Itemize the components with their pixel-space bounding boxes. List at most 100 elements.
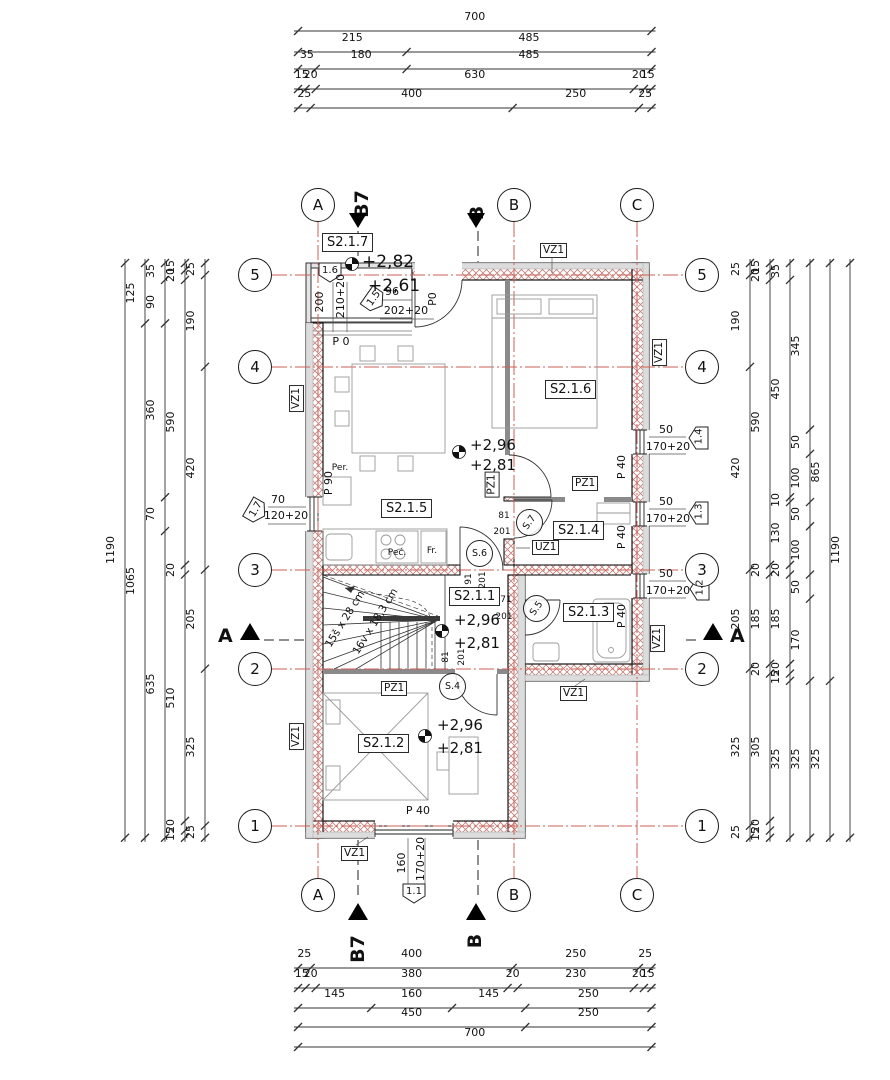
- grid-col-A-bottom: A: [301, 878, 335, 912]
- leader-lines: [268, 257, 686, 884]
- dim-line: [647, 983, 656, 993]
- dim-label: 15: [294, 68, 309, 81]
- win-dim: 70: [271, 493, 285, 506]
- grid-row-1-left: 1: [238, 809, 272, 843]
- dim-label: 230: [565, 967, 587, 980]
- dim-line: [293, 26, 303, 36]
- room-label-s213: S2.1.3: [563, 603, 615, 622]
- win-dim: 160: [395, 852, 408, 874]
- door-dim: 91: [464, 573, 474, 585]
- door-tag-s6: S.6: [466, 540, 493, 567]
- dim-label: 15: [640, 68, 655, 81]
- dim-line: [805, 425, 815, 435]
- dim-line: [845, 833, 855, 843]
- dim-line: [293, 983, 303, 993]
- window-tag-1-6: 1.6: [322, 265, 338, 276]
- dim-line: [805, 497, 815, 507]
- dim-line: [845, 258, 855, 268]
- dim-label: 1190: [104, 536, 117, 565]
- dim-label: 15: [769, 670, 782, 685]
- dim-line: [785, 497, 795, 507]
- dim-label: 185: [769, 608, 782, 630]
- parapet-p0-porch: P 0: [332, 335, 350, 348]
- room-label-s217: S2.1.7: [322, 233, 374, 252]
- dim-line: [311, 983, 321, 993]
- dim-line: [647, 1003, 656, 1013]
- dim-line: [765, 258, 775, 268]
- dim-line: [647, 963, 656, 973]
- dim-line: [160, 258, 170, 268]
- dim-line: [629, 983, 639, 993]
- dim-line: [180, 570, 190, 579]
- dim-line: [647, 1022, 656, 1032]
- dim-line: [140, 833, 150, 843]
- dim-label: 590: [749, 411, 762, 433]
- dim-line: [447, 1003, 457, 1013]
- wall-tag-vz1-bottom: VZ1: [341, 846, 369, 861]
- dim-line: [180, 265, 190, 275]
- level-upper-2: +2,96: [454, 611, 500, 629]
- dim-line: [180, 258, 190, 268]
- level-lower-1: +2,81: [470, 456, 516, 474]
- stove-label: Peć.: [387, 548, 407, 558]
- room-label-s216: S2.1.6: [545, 380, 597, 399]
- dim-label: 510: [164, 687, 177, 709]
- dim-label: 25: [729, 824, 742, 839]
- dim-label: 250: [565, 947, 587, 960]
- level-porch-lower: +2,61: [368, 276, 421, 296]
- dim-line: [311, 84, 321, 94]
- dim-label: 25: [184, 262, 197, 277]
- dim-line: [160, 492, 170, 502]
- dim-label: 15: [164, 827, 177, 842]
- win-dim: 50: [659, 567, 673, 580]
- dim-label: 250: [577, 987, 599, 1000]
- dim-line: [765, 833, 775, 843]
- dim-line: [647, 47, 656, 57]
- dim-line: [805, 594, 815, 604]
- room-label-s215: S2.1.5: [381, 499, 433, 518]
- dim-label: 1065: [124, 566, 137, 595]
- dim-line: [160, 833, 170, 843]
- dim-label: 325: [729, 736, 742, 758]
- door-swings: [414, 279, 561, 716]
- dim-line: [293, 1022, 303, 1032]
- dim-label: 20: [749, 268, 762, 283]
- room-label-s211: S2.1.1: [449, 587, 501, 606]
- door-dim: 201: [493, 527, 511, 537]
- dim-line: [180, 826, 190, 835]
- win-dim: 120+20: [263, 509, 309, 522]
- dim-label: 190: [729, 310, 742, 332]
- dim-label: 400: [401, 947, 423, 960]
- dim-label: 190: [184, 310, 197, 332]
- win-dim: 170+20: [645, 584, 691, 597]
- dim-label: 325: [809, 748, 822, 770]
- dim-line: [765, 669, 775, 679]
- window-tag-1-2: 1.2: [694, 579, 706, 596]
- dim-line: [293, 963, 303, 973]
- dim-line: [160, 275, 170, 285]
- dim-label: 145: [324, 987, 346, 1000]
- wall-tag-vz1-s213: VZ1: [560, 686, 588, 701]
- level-upper-1: +2,96: [470, 436, 516, 454]
- dim-line: [301, 84, 311, 94]
- dim-line: [293, 1042, 303, 1052]
- door-dim: 201: [495, 612, 513, 622]
- dim-line: [301, 983, 311, 993]
- dim-label: 1190: [829, 536, 842, 565]
- windows: [305, 262, 650, 839]
- level-upper-3: +2,96: [437, 716, 483, 734]
- dim-line: [765, 560, 775, 570]
- window-tag-1-4: 1.4: [693, 428, 705, 445]
- dim-line: [745, 565, 755, 575]
- dim-line: [765, 816, 775, 826]
- win-dim: 170+20: [645, 512, 691, 525]
- win-dim: 50: [659, 423, 673, 436]
- level-lower-2: +2,81: [454, 634, 500, 652]
- dim-line: [160, 526, 170, 536]
- dim-label: 325: [769, 748, 782, 770]
- dim-label: 20: [631, 967, 646, 980]
- grid-col-B-top: B: [497, 188, 531, 222]
- dim-label: 35: [299, 48, 314, 61]
- parapet-p40-3: P 40: [615, 603, 628, 629]
